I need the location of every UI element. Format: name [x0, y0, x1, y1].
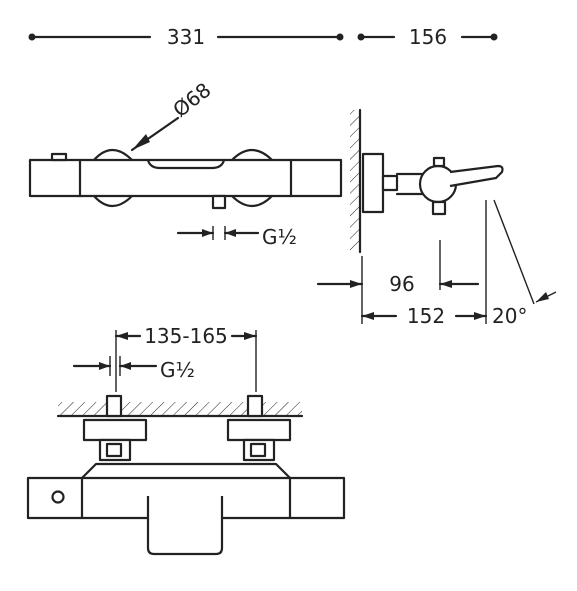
dim-outlet-thread: G½	[262, 225, 297, 249]
plan-view: 135-165 G½	[26, 324, 346, 556]
left-connector-nut	[105, 442, 123, 458]
spout-top	[146, 496, 224, 556]
side-view: 96 152 20°	[316, 108, 557, 328]
mixer-body	[28, 158, 343, 198]
right-flange	[226, 418, 292, 442]
dim-wall-to-center: 96	[389, 272, 414, 296]
dim-overall-length: 331	[167, 25, 205, 49]
arrowhead	[202, 229, 213, 237]
dim-inlet-thread: G½	[160, 358, 195, 382]
wall-hatch	[58, 402, 302, 416]
arrowhead	[350, 280, 362, 288]
leader-arrowhead	[132, 134, 150, 150]
angle-line	[493, 199, 535, 305]
arrowhead	[116, 332, 128, 340]
front-view: Ø68 G½	[28, 78, 343, 249]
right-inlet-pipe	[246, 394, 264, 418]
control-dot	[51, 490, 65, 504]
right-connector-nut	[249, 442, 267, 458]
dim-inlet-spacing: 135-165	[144, 324, 228, 348]
dimension-endpoint	[336, 33, 344, 41]
bottom-outlet	[431, 200, 447, 216]
dim-projection: 156	[409, 25, 447, 49]
left-handle-bottom	[92, 194, 134, 208]
body-bevel	[80, 462, 292, 480]
left-handle-top	[92, 148, 134, 162]
top-knob	[432, 156, 446, 168]
top-dimensions: 331 156	[28, 25, 498, 49]
arrowhead	[440, 280, 452, 288]
dimension-endpoint	[490, 33, 498, 41]
arrowhead	[225, 229, 236, 237]
arrowhead	[474, 312, 486, 320]
dim-spout-angle: 20°	[492, 304, 527, 328]
dim-wall-to-tip: 152	[407, 304, 445, 328]
mount-plate	[361, 152, 385, 214]
top-button	[50, 152, 68, 162]
arrowhead	[536, 292, 549, 302]
dim-handle-diameter: Ø68	[168, 78, 215, 122]
outlet-stub	[211, 194, 227, 210]
arrowhead	[244, 332, 256, 340]
arrowhead	[120, 362, 131, 370]
left-flange	[82, 418, 148, 442]
arrowhead	[362, 312, 374, 320]
left-inlet-pipe	[105, 394, 123, 418]
wall-hatch	[350, 110, 360, 252]
right-handle-bottom	[230, 194, 274, 208]
spout	[449, 164, 504, 188]
right-handle-top	[230, 148, 274, 162]
arrowhead	[99, 362, 110, 370]
center-recess	[146, 158, 226, 170]
connector	[381, 174, 399, 192]
